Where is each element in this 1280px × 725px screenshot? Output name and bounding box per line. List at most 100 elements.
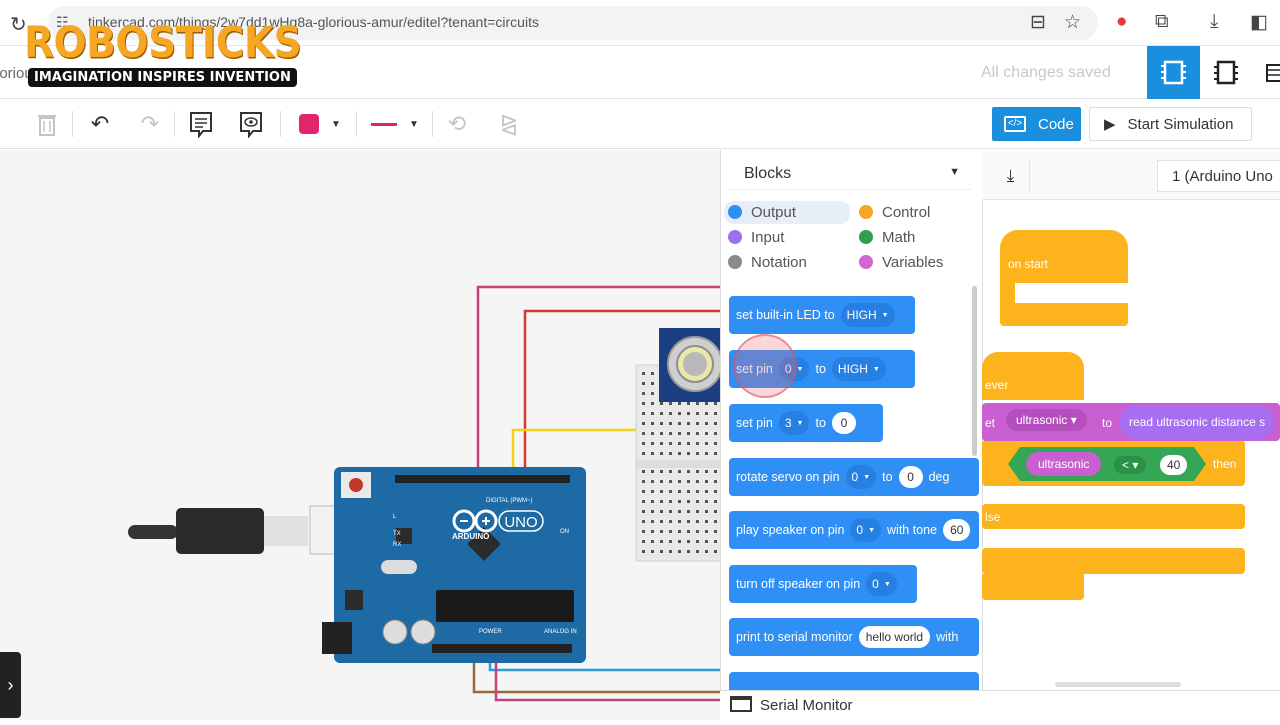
extension-icon[interactable]: ● xyxy=(1116,11,1128,32)
breadboard-hole[interactable] xyxy=(714,490,717,493)
site-info-icon[interactable]: ☷ xyxy=(56,14,69,30)
breadboard-hole[interactable] xyxy=(651,540,654,543)
breadboard-hole[interactable] xyxy=(651,500,654,503)
copy-button[interactable] xyxy=(0,107,10,141)
palette-scrollbar[interactable] xyxy=(972,286,977,456)
breadboard-hole[interactable] xyxy=(651,412,654,415)
notes-visibility-button[interactable] xyxy=(236,107,266,141)
breadboard-hole[interactable] xyxy=(651,550,654,553)
forever-block[interactable] xyxy=(982,352,1084,400)
breadboard-hole[interactable] xyxy=(669,540,672,543)
address-bar[interactable] xyxy=(48,6,1098,40)
breadboard-hole[interactable] xyxy=(642,432,645,435)
breadboard-hole[interactable] xyxy=(678,452,681,455)
usb-cable[interactable] xyxy=(128,505,345,555)
breadboard-hole[interactable] xyxy=(660,500,663,503)
star-icon[interactable]: ☆ xyxy=(1064,12,1082,33)
breadboard-hole[interactable] xyxy=(642,470,645,473)
breadboard-hole[interactable] xyxy=(660,412,663,415)
palette-block[interactable]: set pin3to0 xyxy=(729,404,883,442)
breadboard-hole[interactable] xyxy=(696,442,699,445)
start-simulation-button[interactable]: ▶ Start Simulation xyxy=(1089,107,1252,141)
breadboard-hole[interactable] xyxy=(642,550,645,553)
palette-block[interactable] xyxy=(729,672,979,690)
breadboard-hole[interactable] xyxy=(651,432,654,435)
circuit-view-button[interactable] xyxy=(1147,46,1200,99)
breadboard-hole[interactable] xyxy=(651,402,654,405)
circuit-canvas[interactable]: UNO ARDUINO DIGITAL (PWM~) POWER ANALOG … xyxy=(0,150,727,720)
breadboard-hole[interactable] xyxy=(687,540,690,543)
breadboard-hole[interactable] xyxy=(714,412,717,415)
breadboard-hole[interactable] xyxy=(687,412,690,415)
breadboard-hole[interactable] xyxy=(669,470,672,473)
device-select[interactable]: 1 (Arduino Uno xyxy=(1157,160,1280,192)
breadboard-hole[interactable] xyxy=(705,530,708,533)
breadboard-hole[interactable] xyxy=(678,442,681,445)
flip-button[interactable]: ⧎ xyxy=(494,107,524,141)
workspace-scrollbar[interactable] xyxy=(1055,682,1181,687)
pin-dropdown[interactable]: 0 xyxy=(845,465,877,489)
breadboard-hole[interactable] xyxy=(651,530,654,533)
category-math[interactable]: Math xyxy=(855,226,915,248)
code-button[interactable]: </> Code xyxy=(992,107,1081,141)
download-icon[interactable]: ⤓ xyxy=(1210,11,1219,32)
breadboard-hole[interactable] xyxy=(660,470,663,473)
breadboard-hole[interactable] xyxy=(714,550,717,553)
breadboard-hole[interactable] xyxy=(714,432,717,435)
breadboard-hole[interactable] xyxy=(714,530,717,533)
url-text[interactable]: tinkercad.com/things/2w7dd1wHg8a-gloriou… xyxy=(88,14,539,30)
breadboard-hole[interactable] xyxy=(678,480,681,483)
download-code-button[interactable]: ⤓ xyxy=(992,160,1030,192)
breadboard-hole[interactable] xyxy=(705,540,708,543)
breadboard-hole[interactable] xyxy=(696,470,699,473)
breadboard-hole[interactable] xyxy=(705,432,708,435)
breadboard-hole[interactable] xyxy=(687,520,690,523)
undo-button[interactable]: ↶ xyxy=(86,107,114,141)
breadboard-hole[interactable] xyxy=(705,422,708,425)
breadboard-hole[interactable] xyxy=(651,470,654,473)
breadboard-hole[interactable] xyxy=(696,500,699,503)
breadboard-hole[interactable] xyxy=(660,452,663,455)
delete-button[interactable] xyxy=(32,107,62,141)
value-dropdown[interactable]: HIGH xyxy=(831,357,886,381)
breadboard-hole[interactable] xyxy=(696,530,699,533)
breadboard-hole[interactable] xyxy=(714,452,717,455)
variable-dropdown[interactable]: ultrasonic ▾ xyxy=(1006,409,1087,431)
breadboard-hole[interactable] xyxy=(687,530,690,533)
breadboard-hole[interactable] xyxy=(642,480,645,483)
breadboard-hole[interactable] xyxy=(678,550,681,553)
breadboard-hole[interactable] xyxy=(642,372,645,375)
breadboard-hole[interactable] xyxy=(642,382,645,385)
breadboard-hole[interactable] xyxy=(678,470,681,473)
breadboard-hole[interactable] xyxy=(669,480,672,483)
sidepanel-icon[interactable]: ◧ xyxy=(1250,12,1268,33)
rotate-button[interactable]: ⟲ xyxy=(442,107,472,141)
wire-magenta[interactable] xyxy=(494,653,720,702)
breadboard-hole[interactable] xyxy=(705,412,708,415)
breadboard-hole[interactable] xyxy=(660,520,663,523)
notes-button[interactable] xyxy=(186,107,216,141)
read-ultrasonic-block[interactable]: read ultrasonic distance s xyxy=(1120,405,1275,439)
breadboard-hole[interactable] xyxy=(669,500,672,503)
block-value-input[interactable]: hello world xyxy=(858,626,931,648)
pin-dropdown[interactable]: 0 xyxy=(866,572,897,596)
category-variables[interactable]: Variables xyxy=(855,251,943,273)
breadboard-hole[interactable] xyxy=(687,442,690,445)
condition-variable[interactable]: ultrasonic xyxy=(1026,452,1102,476)
breadboard-hole[interactable] xyxy=(696,412,699,415)
breadboard-hole[interactable] xyxy=(696,402,699,405)
breadboard-hole[interactable] xyxy=(651,452,654,455)
breadboard-hole[interactable] xyxy=(705,500,708,503)
breadboard-hole[interactable] xyxy=(705,510,708,513)
breadboard-hole[interactable] xyxy=(714,470,717,473)
breadboard-hole[interactable] xyxy=(651,382,654,385)
else-block[interactable] xyxy=(982,504,1245,529)
breadboard-hole[interactable] xyxy=(669,490,672,493)
value-dropdown[interactable]: HIGH xyxy=(840,303,895,327)
forever-bottom-block[interactable] xyxy=(982,574,1084,600)
breadboard-hole[interactable] xyxy=(687,500,690,503)
breadboard-hole[interactable] xyxy=(660,432,663,435)
breadboard-hole[interactable] xyxy=(642,402,645,405)
blocks-palette[interactable]: set built-in LED toHIGHset pin0toHIGHset… xyxy=(720,284,982,690)
compare-value-input[interactable]: 40 xyxy=(1160,455,1188,475)
